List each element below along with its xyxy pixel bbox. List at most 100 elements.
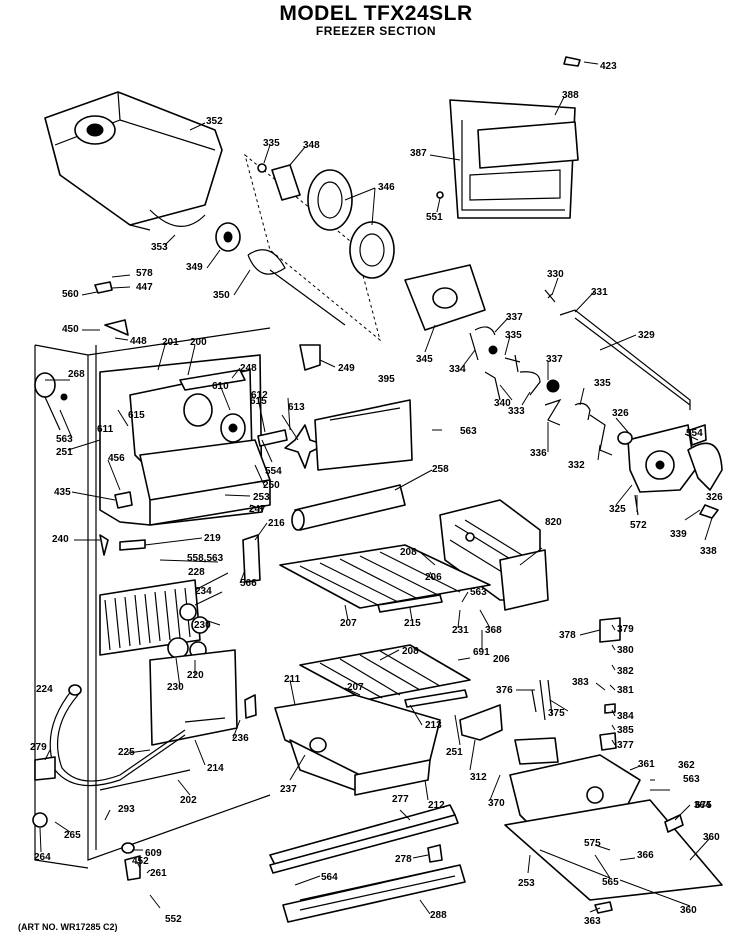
callout-label: 423 bbox=[600, 61, 617, 72]
callout-label: 253 bbox=[518, 878, 535, 889]
callout-label: 251 bbox=[446, 747, 463, 758]
callout-label: 612 bbox=[251, 390, 268, 401]
callout-label: 563 bbox=[460, 426, 477, 437]
callout-label: 288 bbox=[430, 910, 447, 921]
callout-label: 352 bbox=[206, 116, 223, 127]
freezer-bin bbox=[274, 694, 441, 796]
callout-label: 334 bbox=[449, 364, 466, 375]
callout-label: 326 bbox=[706, 492, 723, 503]
callout-label: 339 bbox=[670, 529, 687, 540]
model-title: MODEL TFX24SLR bbox=[279, 2, 473, 25]
callout-label: 435 bbox=[54, 487, 71, 498]
callout-label: 346 bbox=[378, 182, 395, 193]
callout-label: 447 bbox=[136, 282, 153, 293]
callout-label: 326 bbox=[612, 408, 629, 419]
callout-label: 609 bbox=[145, 848, 162, 859]
callout-label: 220 bbox=[187, 670, 204, 681]
callout-label: 265 bbox=[64, 830, 81, 841]
callout-label: 384 bbox=[617, 711, 634, 722]
water-valve bbox=[514, 737, 559, 765]
callout-label: 382 bbox=[617, 666, 634, 677]
callout-label: 206 bbox=[493, 654, 510, 665]
bracket bbox=[459, 704, 503, 741]
callout-label: 348 bbox=[303, 140, 320, 151]
callout-label: 201 bbox=[162, 337, 179, 348]
callout-label: 564 bbox=[321, 872, 338, 883]
callout-label: 611 bbox=[97, 424, 114, 435]
air-duct bbox=[291, 484, 406, 531]
auger-motor bbox=[617, 424, 723, 519]
callout-label: 335 bbox=[594, 378, 611, 389]
callout-label: 349 bbox=[186, 262, 203, 273]
callout-label: 388 bbox=[562, 90, 579, 101]
ice-bucket bbox=[44, 91, 223, 231]
callout-label: 380 bbox=[617, 645, 634, 656]
callout-label: 335 bbox=[263, 138, 280, 149]
callout-label: 448 bbox=[130, 336, 147, 347]
callout-label: 560 bbox=[62, 289, 79, 300]
callout-label: 211 bbox=[284, 674, 301, 685]
callout-label: 558,563 bbox=[187, 553, 224, 564]
callout-label: 563 bbox=[683, 774, 700, 785]
callout-label: 345 bbox=[416, 354, 433, 365]
callout-label: 554 bbox=[265, 466, 282, 477]
callout-label: 820 bbox=[545, 517, 562, 528]
callout-label: 258 bbox=[432, 464, 449, 475]
linkage-parts bbox=[544, 289, 691, 410]
ice-maker bbox=[439, 499, 549, 611]
callout-label: 379 bbox=[617, 624, 634, 635]
callout-label: 261 bbox=[150, 868, 167, 879]
callout-label: 353 bbox=[151, 242, 168, 253]
callout-label: 340 bbox=[494, 398, 511, 409]
callout-label: 377 bbox=[617, 740, 634, 751]
callout-label: 615 bbox=[128, 410, 145, 421]
callout-label: 554 bbox=[686, 428, 703, 439]
callout-label: 691 bbox=[473, 647, 490, 658]
evaporator-fan bbox=[220, 413, 326, 469]
callout-label: 249 bbox=[338, 363, 355, 374]
lower-shelf bbox=[299, 644, 471, 708]
callout-label: 207 bbox=[340, 618, 357, 629]
callout-label: 387 bbox=[410, 148, 427, 159]
callout-label: 219 bbox=[204, 533, 221, 544]
callout-label: 208 bbox=[402, 646, 419, 657]
callout-label: 207 bbox=[347, 682, 364, 693]
callout-label: 610 bbox=[212, 381, 229, 392]
leader-lines bbox=[39, 61, 713, 915]
slide-rail bbox=[269, 804, 459, 874]
upper-shelf bbox=[279, 544, 491, 613]
callout-label: 578 bbox=[136, 268, 153, 279]
dispenser-housing bbox=[436, 56, 581, 219]
callout-label: 395 bbox=[378, 374, 395, 385]
callout-label: 364 bbox=[694, 800, 711, 811]
evaporator-cover bbox=[129, 369, 271, 526]
callout-label: 216 bbox=[268, 518, 285, 529]
callout-label: 250 bbox=[263, 480, 280, 491]
callout-label: 551 bbox=[426, 212, 443, 223]
callout-label: 248 bbox=[240, 363, 257, 374]
callout-label: 332 bbox=[568, 460, 585, 471]
thermostat bbox=[34, 372, 68, 431]
callout-label: 234 bbox=[195, 586, 212, 597]
auger-assembly bbox=[215, 153, 395, 342]
callout-label: 337 bbox=[546, 354, 563, 365]
callout-label: 362 bbox=[678, 760, 695, 771]
callout-label: 228 bbox=[188, 567, 205, 578]
callout-label: 212 bbox=[428, 800, 445, 811]
callout-label: 247 bbox=[249, 504, 266, 515]
grille bbox=[282, 864, 466, 923]
callout-label: 277 bbox=[392, 794, 409, 805]
callout-label: 368 bbox=[485, 625, 502, 636]
callout-label: 215 bbox=[404, 618, 421, 629]
evaporator-coil bbox=[99, 579, 209, 659]
mounting-plate bbox=[404, 264, 486, 331]
callout-label: 336 bbox=[530, 448, 547, 459]
callout-label: 361 bbox=[638, 759, 655, 770]
callout-label: 350 bbox=[213, 290, 230, 301]
back-panel bbox=[149, 649, 238, 746]
callout-label: 383 bbox=[572, 677, 589, 688]
callout-label: 563 bbox=[56, 434, 73, 445]
callout-label: 615 bbox=[250, 396, 267, 407]
callout-label: 360 bbox=[680, 905, 697, 916]
